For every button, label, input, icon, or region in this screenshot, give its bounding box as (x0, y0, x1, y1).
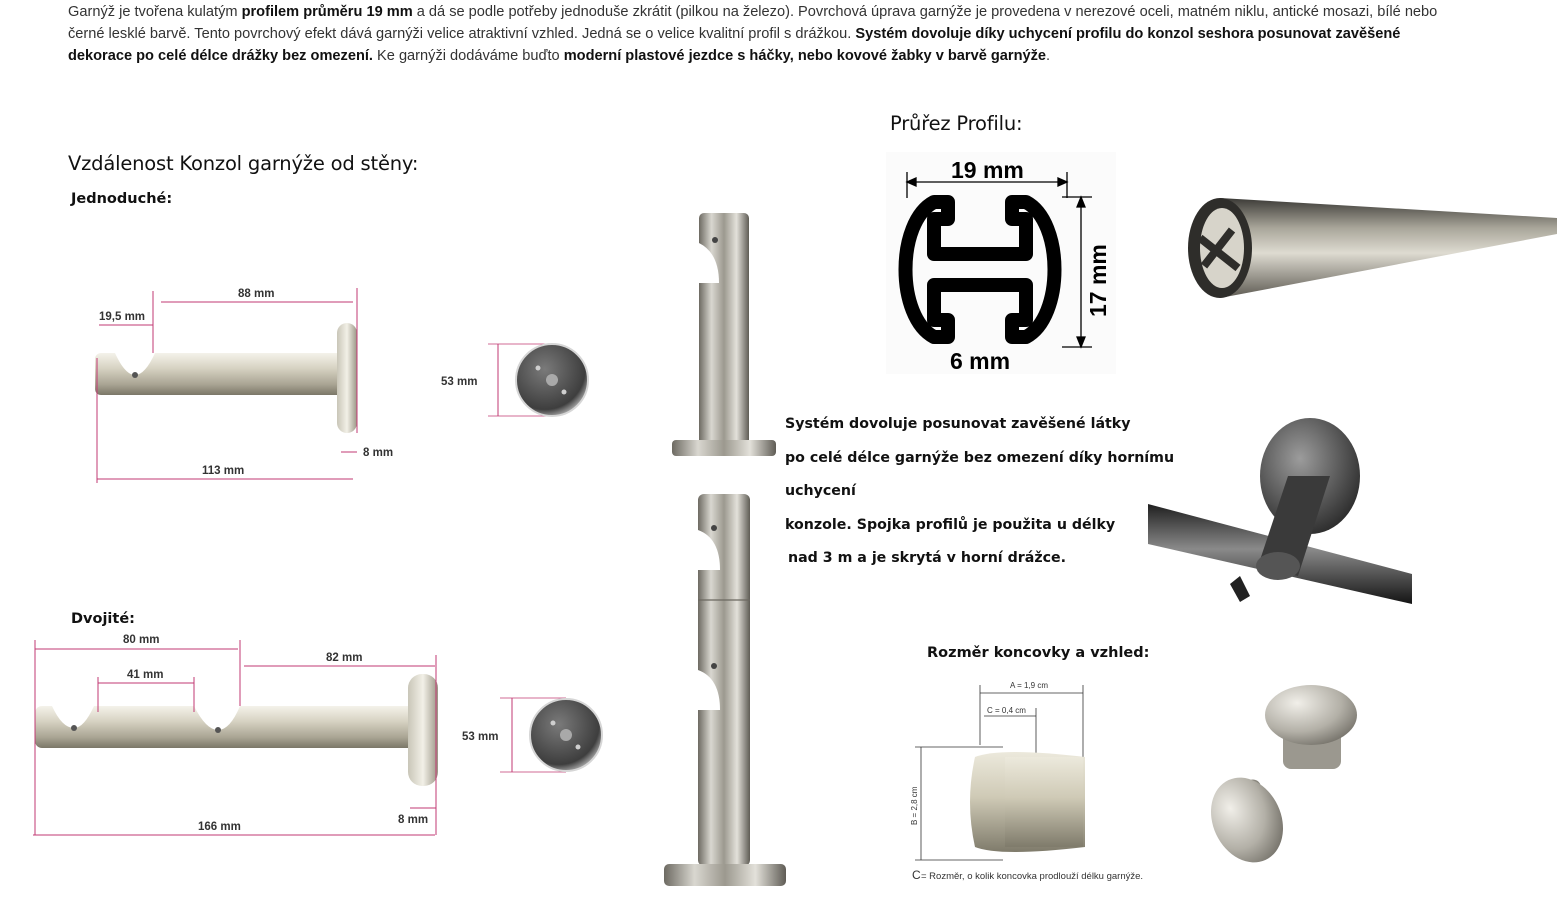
system-line-2: po celé délce garnýže bez omezení díky h… (785, 449, 1175, 500)
system-line-3: konzole. Spojka profilů je použita u dél… (785, 516, 1116, 533)
endcap-heading: Rozměr koncovky a vzhled: (927, 645, 1150, 661)
double-bracket-diagram: 80 mm 41 mm 82 mm 166 mm 8 mm (33, 634, 438, 836)
dim-166mm: 166 mm (198, 821, 241, 833)
intro-bold-riders: moderní plastové jezdce s háčky, nebo ko… (563, 48, 1047, 64)
system-line-4: nad 3 m a je skrytá v horní drážce. (788, 550, 1067, 566)
dim-82mm: 82 mm (326, 652, 362, 664)
profile-shape (898, 195, 1062, 344)
double-bracket-wall-plate (408, 674, 438, 786)
brackets-heading: Vzdálenost Konzol garnýže od stěny: (68, 152, 419, 175)
intro-bold-system: Systém dovoluje díky uchycení profilu do… (68, 26, 1401, 64)
profile-height-label: 17 mm (1085, 244, 1111, 317)
double-bracket-hook (194, 706, 240, 730)
profile-slot-label: 6 mm (950, 348, 1010, 374)
endcap-diagram: A = 1,9 cm C = 0,4 cm B = 2,8 cm C = Roz… (910, 681, 1143, 882)
single-wall-plate-diagram: 53 mm (441, 343, 589, 417)
dim-88mm: 88 mm (238, 288, 274, 300)
single-bracket-label: Jednoduché: (71, 191, 173, 207)
profile-heading: Průřez Profilu: (890, 112, 1023, 135)
dim-80mm: 80 mm (123, 634, 159, 646)
endcap-note: = Rozměr, o kolik koncovka prodlouží dél… (921, 871, 1143, 882)
single-bracket-tube (95, 353, 350, 395)
dim-53mm-single: 53 mm (441, 376, 477, 388)
profile-rod-photo (1188, 198, 1557, 298)
vertical-single-bracket-photo (672, 213, 776, 456)
endcap-dim-a: A = 1,9 cm (1010, 681, 1048, 690)
double-wall-plate-diagram: 53 mm (462, 697, 603, 773)
dim-113mm: 113 mm (202, 465, 244, 477)
dim-8mm: 8 mm (363, 447, 393, 459)
profile-cross-section: 19 mm 17 mm 6 mm (886, 152, 1116, 374)
dim-8mm-double: 8 mm (398, 814, 428, 826)
profile-width-label: 19 mm (951, 157, 1024, 183)
endcap-dim-b: B = 2,8 cm (910, 786, 919, 825)
endcap-note-letter: C (912, 868, 921, 882)
mounted-rod-photo (1148, 418, 1412, 604)
endcap-dim-c: C = 0,4 cm (987, 706, 1026, 715)
system-line-1: Systém dovoluje posunovat zavěšené látky (785, 416, 1131, 432)
double-bracket-tube (35, 706, 425, 748)
intro-bold-profile: profilem průměru 19 mm (241, 4, 413, 20)
single-bracket-hook (115, 353, 155, 375)
intro-paragraph: Garnýž je tvořena kulatým profilem průmě… (68, 4, 1438, 64)
dim-41mm: 41 mm (127, 669, 163, 681)
single-bracket-diagram: 19,5 mm 88 mm 113 mm 8 mm (95, 288, 393, 483)
system-description: Systém dovoluje posunovat zavěšené látky… (785, 408, 1225, 576)
endcap-photo (1211, 685, 1357, 863)
double-bracket-label: Dvojité: (71, 611, 135, 627)
single-bracket-wall-plate (337, 323, 357, 433)
vertical-double-bracket-photo (664, 494, 786, 886)
dim-53mm-double: 53 mm (462, 731, 498, 743)
dim-19-5mm: 19,5 mm (99, 311, 145, 323)
